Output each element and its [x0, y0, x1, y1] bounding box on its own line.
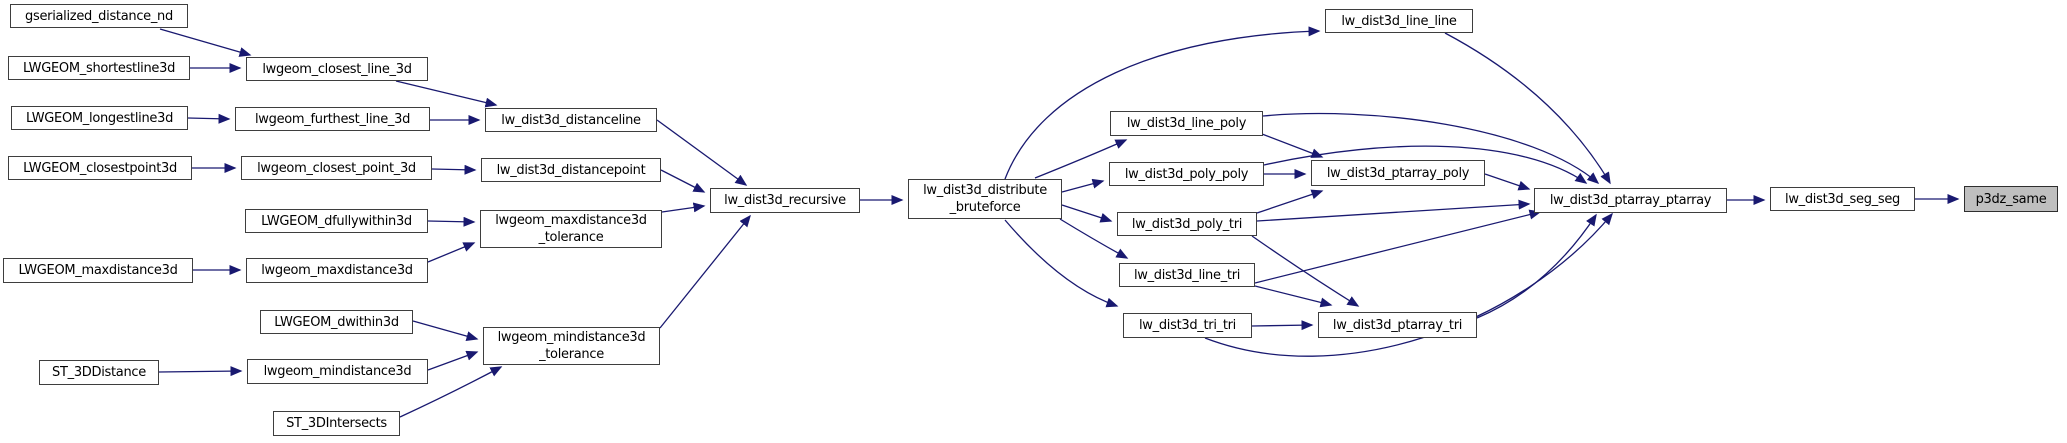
node-label: lwgeom_furthest_line_3d — [254, 111, 411, 127]
node-label: LWGEOM_maxdistance3d — [18, 263, 178, 278]
node-lwgeom_furthest_line_3d[interactable]: lwgeom_furthest_line_3d — [235, 107, 430, 131]
edge-lw_dist3d_poly_poly-to-lw_dist3d_ptarray_ptarray — [1263, 145, 1588, 184]
node-label: LWGEOM_dfullywithin3d — [261, 213, 412, 229]
edge-lwgeom_mindistance3d_tolerance-to-lw_dist3d_recursive — [659, 214, 751, 329]
edge-lw_dist3d_line_poly-to-lw_dist3d_ptarray_poly — [1261, 133, 1324, 158]
edge-lw_dist3d_distribute_bruteforce-to-lw_dist3d_poly_tri — [1061, 204, 1113, 223]
node-lw_dist3d_ptarray_ptarray[interactable]: lw_dist3d_ptarray_ptarray — [1534, 188, 1727, 213]
node-lw_dist3d_seg_seg[interactable]: lw_dist3d_seg_seg — [1770, 187, 1915, 211]
node-ST_3DDistance[interactable]: ST_3DDistance — [39, 360, 159, 385]
edge-lw_dist3d_tri_tri-to-lw_dist3d_ptarray_tri — [1251, 320, 1314, 331]
node-lwgeom_maxdistance3d_tolerance[interactable]: lwgeom_maxdistance3d _tolerance — [480, 210, 662, 248]
node-label: lw_dist3d_distancepoint — [496, 162, 646, 178]
node-label: lwgeom_mindistance3d — [263, 364, 412, 379]
edge-lwgeom_closest_point_3d-to-lw_dist3d_distancepoint — [431, 164, 477, 175]
node-label: lw_dist3d_distribute — [923, 183, 1047, 198]
node-label: lwgeom_mindistance3d — [497, 330, 646, 345]
node-LWGEOM_longestline3d[interactable]: LWGEOM_longestline3d — [11, 106, 188, 130]
edge-LWGEOM_longestline3d-to-lwgeom_furthest_line_3d — [187, 113, 231, 124]
node-lw_dist3d_distanceline[interactable]: lw_dist3d_distanceline — [485, 108, 657, 132]
node-lw_dist3d_ptarray_tri[interactable]: lw_dist3d_ptarray_tri — [1318, 312, 1477, 338]
node-label: lw_dist3d_poly_tri — [1131, 216, 1243, 232]
node-label: lw_dist3d_seg_seg — [1785, 191, 1900, 207]
node-label: lw_dist3d_distanceline — [501, 112, 641, 128]
node-label: _tolerance — [539, 347, 604, 362]
edge-LWGEOM_dwithin3d-to-lwgeom_mindistance3d_tolerance — [412, 320, 479, 341]
edge-lwgeom_maxdistance3d-to-lwgeom_maxdistance3d_tolerance — [427, 242, 476, 263]
edge-lw_dist3d_line_line-to-lw_dist3d_ptarray_ptarray — [1444, 32, 1611, 185]
node-lw_dist3d_poly_tri[interactable]: lw_dist3d_poly_tri — [1117, 212, 1257, 236]
node-label: gserialized_distance_nd — [25, 8, 173, 24]
edge-lwgeom_maxdistance3d_tolerance-to-lw_dist3d_recursive — [661, 202, 706, 213]
node-lw_dist3d_ptarray_poly[interactable]: lw_dist3d_ptarray_poly — [1311, 160, 1485, 186]
edge-lw_dist3d_distribute_bruteforce-to-lw_dist3d_line_tri — [1059, 218, 1129, 259]
node-ST_3DIntersects[interactable]: ST_3DIntersects — [273, 411, 400, 436]
edge-lwgeom_mindistance3d-to-lwgeom_mindistance3d_tolerance — [427, 350, 479, 371]
edge-lw_dist3d_line_tri-to-lw_dist3d_ptarray_tri — [1254, 285, 1333, 308]
node-lw_dist3d_tri_tri[interactable]: lw_dist3d_tri_tri — [1123, 313, 1252, 338]
node-label: lw_dist3d_line_line — [1341, 13, 1457, 29]
node-label: lw_dist3d_poly_poly — [1124, 166, 1249, 182]
edge-lwgeom_closest_line_3d-to-lw_dist3d_distanceline — [395, 80, 498, 108]
node-lw_dist3d_line_line[interactable]: lw_dist3d_line_line — [1325, 9, 1473, 33]
node-label: ST_3DIntersects — [286, 416, 387, 431]
node-label: lw_dist3d_ptarray_ptarray — [1549, 193, 1712, 208]
edge-lw_dist3d_distancepoint-to-lw_dist3d_recursive — [660, 169, 706, 193]
edge-lw_dist3d_distribute_bruteforce-to-lw_dist3d_tri_tri — [1004, 219, 1119, 308]
node-label: lw_dist3d_recursive — [724, 193, 846, 208]
node-label: p3dz_same — [1975, 191, 2047, 207]
edge-lw_dist3d_line_poly-to-lw_dist3d_ptarray_ptarray — [1262, 112, 1600, 184]
node-lw_dist3d_line_poly[interactable]: lw_dist3d_line_poly — [1110, 111, 1263, 136]
node-lw_dist3d_poly_poly[interactable]: lw_dist3d_poly_poly — [1109, 162, 1264, 186]
node-label: LWGEOM_closestpoint3d — [23, 160, 177, 176]
node-label: lwgeom_maxdistance3d — [495, 213, 647, 228]
edge-gserialized_distance_nd-to-lwgeom_closest_line_3d — [159, 28, 252, 57]
node-label: _bruteforce — [949, 200, 1021, 215]
edge-lw_dist3d_distribute_bruteforce-to-lw_dist3d_poly_poly — [1061, 178, 1105, 193]
edge-lw_dist3d_poly_tri-to-lw_dist3d_ptarray_tri — [1251, 235, 1360, 307]
node-LWGEOM_dfullywithin3d[interactable]: LWGEOM_dfullywithin3d — [245, 209, 428, 233]
node-lwgeom_closest_point_3d[interactable]: lwgeom_closest_point_3d — [241, 156, 432, 180]
node-label: lw_dist3d_ptarray_tri — [1332, 317, 1463, 333]
node-label: LWGEOM_dwithin3d — [274, 314, 399, 330]
node-LWGEOM_shortestline3d[interactable]: LWGEOM_shortestline3d — [8, 56, 190, 80]
node-LWGEOM_dwithin3d[interactable]: LWGEOM_dwithin3d — [260, 310, 413, 334]
edge-lw_dist3d_line_tri-to-lw_dist3d_ptarray_ptarray — [1254, 209, 1542, 284]
node-lwgeom_maxdistance3d[interactable]: lwgeom_maxdistance3d — [246, 258, 428, 283]
node-label: lw_dist3d_ptarray_poly — [1326, 165, 1470, 181]
node-label: lw_dist3d_line_tri — [1133, 267, 1241, 283]
edge-lw_dist3d_distribute_bruteforce-to-lw_dist3d_line_poly — [1034, 139, 1128, 179]
node-label: ST_3DDistance — [52, 365, 146, 380]
node-label: _tolerance — [538, 230, 604, 245]
node-lw_dist3d_distancepoint[interactable]: lw_dist3d_distancepoint — [481, 158, 661, 182]
node-gserialized_distance_nd[interactable]: gserialized_distance_nd — [10, 4, 188, 28]
edge-lw_dist3d_ptarray_tri-to-lw_dist3d_ptarray_ptarray — [1476, 213, 1597, 319]
node-label: lwgeom_maxdistance3d — [261, 263, 413, 278]
edge-lw_dist3d_distanceline-to-lw_dist3d_recursive — [656, 119, 748, 186]
node-label: lw_dist3d_line_poly — [1126, 116, 1247, 131]
edge-lw_dist3d_poly_tri-to-lw_dist3d_ptarray_ptarray — [1256, 199, 1531, 222]
node-LWGEOM_closestpoint3d[interactable]: LWGEOM_closestpoint3d — [8, 156, 192, 180]
node-LWGEOM_maxdistance3d[interactable]: LWGEOM_maxdistance3d — [3, 258, 193, 283]
node-label: lwgeom_closest_point_3d — [257, 160, 416, 176]
node-p3dz_same[interactable]: p3dz_same — [1964, 186, 2058, 212]
node-lwgeom_closest_line_3d[interactable]: lwgeom_closest_line_3d — [246, 57, 428, 81]
node-lwgeom_mindistance3d_tolerance[interactable]: lwgeom_mindistance3d _tolerance — [483, 327, 660, 365]
node-label: LWGEOM_shortestline3d — [22, 60, 176, 76]
edge-ST_3DDistance-to-lwgeom_mindistance3d — [158, 366, 243, 377]
node-lw_dist3d_recursive[interactable]: lw_dist3d_recursive — [710, 188, 860, 213]
node-lw_dist3d_line_tri[interactable]: lw_dist3d_line_tri — [1119, 263, 1255, 287]
edge-lw_dist3d_ptarray_poly-to-lw_dist3d_ptarray_ptarray — [1484, 173, 1531, 191]
edge-lw_dist3d_distribute_bruteforce-to-lw_dist3d_line_line — [1004, 26, 1321, 180]
node-label: LWGEOM_longestline3d — [25, 110, 174, 126]
edge-LWGEOM_dfullywithin3d-to-lwgeom_maxdistance3d_tolerance — [427, 216, 476, 227]
edge-lw_dist3d_poly_tri-to-lw_dist3d_ptarray_poly — [1256, 189, 1324, 214]
node-label: lwgeom_closest_line_3d — [262, 61, 412, 77]
node-lwgeom_mindistance3d[interactable]: lwgeom_mindistance3d — [247, 359, 428, 384]
node-label: lw_dist3d_tri_tri — [1138, 318, 1236, 333]
node-lw_dist3d_distribute_bruteforce[interactable]: lw_dist3d_distribute _bruteforce — [908, 179, 1062, 219]
edge-ST_3DIntersects-to-lwgeom_mindistance3d_tolerance — [399, 366, 503, 418]
